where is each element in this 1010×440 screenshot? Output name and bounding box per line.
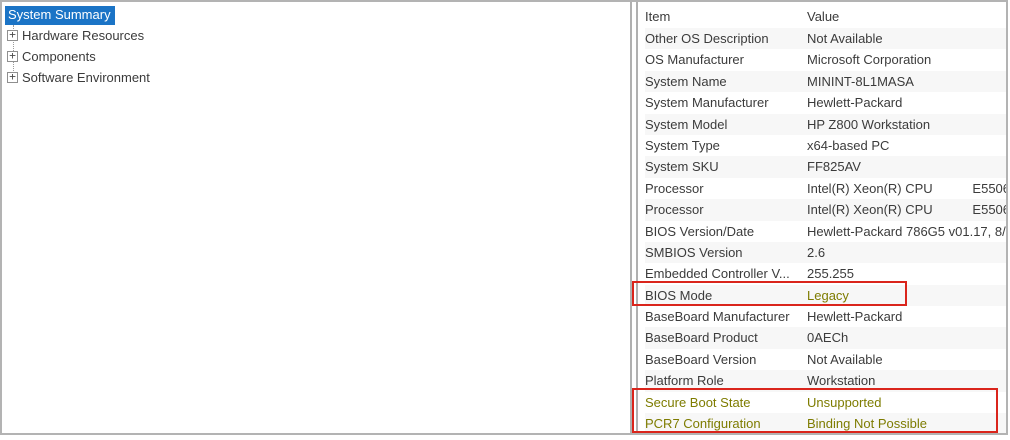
table-row[interactable]: System Type x64-based PC xyxy=(645,135,1006,156)
item-cell: System Type xyxy=(645,137,720,153)
item-cell: OS Manufacturer xyxy=(645,52,744,68)
item-cell: Processor xyxy=(645,202,704,218)
item-cell: BaseBoard Manufacturer xyxy=(645,309,790,325)
tree-item[interactable]: + Components xyxy=(2,46,630,67)
value-cell: Hewlett-Packard xyxy=(807,309,903,325)
value-cell: 2.6 xyxy=(807,244,826,260)
details-header-row: Item Value xyxy=(645,6,1006,28)
item-cell: BaseBoard Version xyxy=(645,351,757,367)
item-cell: SMBIOS Version xyxy=(645,244,743,260)
table-row[interactable]: OS Manufacturer Microsoft Corporation xyxy=(645,49,1006,70)
table-row[interactable]: System Manufacturer Hewlett-Packard xyxy=(645,92,1006,113)
table-row[interactable]: BaseBoard Manufacturer Hewlett-Packard xyxy=(645,306,1006,327)
tree-item-label: Hardware Resources xyxy=(22,28,145,43)
value-cell: Workstation xyxy=(807,373,876,389)
column-header-value[interactable]: Value xyxy=(807,9,840,24)
tree-item-system-summary[interactable]: System Summary xyxy=(5,6,115,25)
item-cell: Other OS Description xyxy=(645,31,769,46)
tree-item-label: System Summary xyxy=(8,7,111,22)
tree-item-label: Components xyxy=(22,49,96,64)
value-cell: Not Available xyxy=(807,351,883,367)
table-row[interactable]: Secure Boot State Unsupported xyxy=(645,392,1006,413)
value-cell: Legacy xyxy=(807,287,849,303)
item-cell: BIOS Mode xyxy=(645,287,713,303)
value-cell: Unsupported xyxy=(807,394,882,410)
value-cell: MININT-8L1MASA xyxy=(807,73,914,89)
panel-splitter[interactable] xyxy=(632,2,636,433)
value-cell: 255.255 xyxy=(807,266,854,282)
value-cell: Hewlett-Packard xyxy=(807,95,903,111)
expand-plus-icon[interactable]: + xyxy=(7,50,18,62)
item-cell: PCR7 Configuration xyxy=(645,416,761,432)
tree-item-label: Software Environment xyxy=(22,70,150,85)
table-row[interactable]: System SKU FF825AV xyxy=(645,156,1006,178)
tree-item[interactable]: + Hardware Resources xyxy=(2,25,630,46)
table-row[interactable]: BaseBoard Version Not Available xyxy=(645,349,1006,370)
item-cell: System Model xyxy=(645,116,728,132)
item-cell: System SKU xyxy=(645,159,719,175)
item-cell: System Name xyxy=(645,73,727,89)
item-cell: System Manufacturer xyxy=(645,95,769,111)
item-cell: Processor xyxy=(645,180,704,196)
table-row[interactable]: Other OS Description Not Available xyxy=(645,28,1006,50)
value-cell: Not Available xyxy=(807,31,883,46)
table-row[interactable]: Platform Role Workstation xyxy=(645,370,1006,392)
value-cell: FF825AV xyxy=(807,159,861,175)
table-row[interactable]: Processor Intel(R) Xeon(R) CPU E5506 xyxy=(645,178,1006,199)
table-row[interactable]: Processor Intel(R) Xeon(R) CPU E5506 xyxy=(645,199,1006,221)
value-cell: Intel(R) Xeon(R) CPU E5506 xyxy=(807,180,1006,196)
item-cell: Embedded Controller V... xyxy=(645,266,790,282)
table-row[interactable]: BIOS Mode Legacy xyxy=(645,284,1006,307)
value-cell: Microsoft Corporation xyxy=(807,52,932,68)
item-cell: Platform Role xyxy=(645,373,724,389)
column-header-item[interactable]: Item xyxy=(645,9,671,24)
table-row[interactable]: Embedded Controller V... 255.255 xyxy=(645,263,1006,284)
table-row[interactable]: System Name MININT-8L1MASA xyxy=(645,70,1006,93)
item-cell: BIOS Version/Date xyxy=(645,223,755,239)
value-cell: x64-based PC xyxy=(807,137,890,153)
value-cell: HP Z800 Workstation xyxy=(807,116,931,132)
item-cell: Secure Boot State xyxy=(645,394,751,410)
value-cell: 0AECh xyxy=(807,330,849,346)
table-row[interactable]: BIOS Version/Date Hewlett-Packard 786G5 v… xyxy=(645,221,1006,242)
expand-plus-icon[interactable]: + xyxy=(7,71,18,83)
expand-plus-icon[interactable]: + xyxy=(7,29,18,41)
table-row[interactable]: SMBIOS Version 2.6 xyxy=(645,241,1006,264)
table-row[interactable]: BaseBoard Product 0AECh xyxy=(645,327,1006,349)
category-tree-panel: System Summary + Hardware Resources + Compo… xyxy=(2,2,632,433)
tree-items-container: + Hardware Resources + Components + Software … xyxy=(2,25,630,88)
value-cell: Intel(R) Xeon(R) CPU E5506 xyxy=(807,202,1006,218)
tree-item[interactable]: + Software Environment xyxy=(2,67,630,88)
value-cell: Hewlett-Packard 786G5 v01.17, 8/ xyxy=(807,223,1006,239)
value-cell: Binding Not Possible xyxy=(807,416,927,432)
item-cell: BaseBoard Product xyxy=(645,330,758,346)
table-row[interactable]: System Model HP Z800 Workstation xyxy=(645,113,1006,135)
table-row[interactable]: PCR7 Configuration Binding Not Possible xyxy=(645,413,1006,433)
